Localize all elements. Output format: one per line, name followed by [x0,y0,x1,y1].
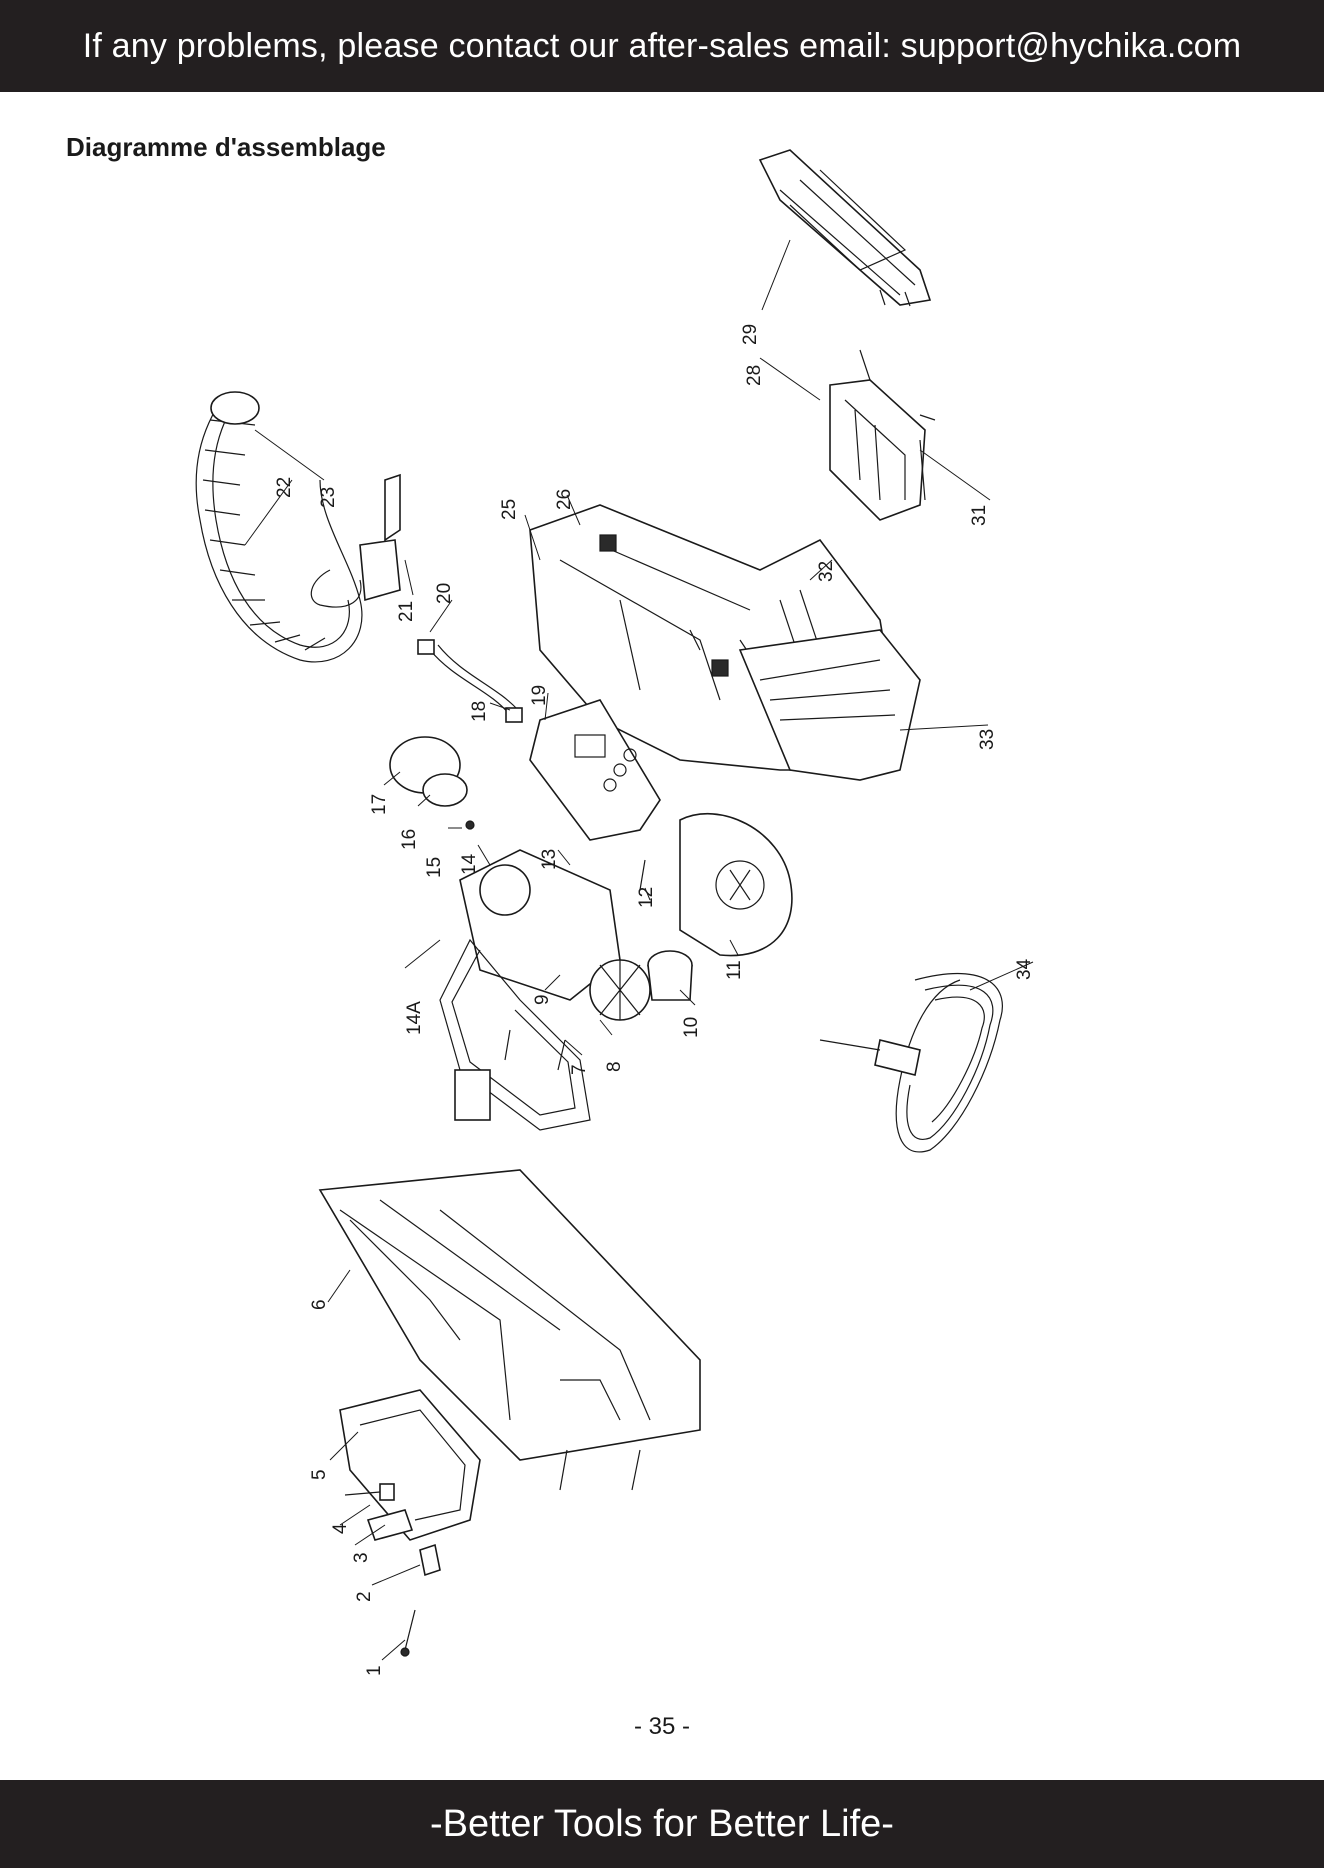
callout-31: 31 [969,505,990,526]
callout-22: 22 [274,477,295,498]
part-28-battery-box [830,350,935,520]
callout-17: 17 [369,794,390,815]
part-10-coupler [648,951,692,1000]
callout-3: 3 [351,1552,372,1563]
part-14-compressor-pump [460,850,650,1020]
callout-28: 28 [744,365,765,386]
callout-32: 32 [816,561,837,582]
footer-bar: -Better Tools for Better Life- [0,1780,1324,1868]
part-17-16-gauge-plates [390,737,474,829]
callout-33: 33 [977,729,998,750]
page-number: - 35 - [0,1713,1324,1741]
footer-slogan: -Better Tools for Better Life- [430,1803,894,1846]
callout-9: 9 [532,994,553,1005]
callout-14: 14 [459,853,480,875]
callout-11: 11 [724,960,745,980]
part-5-cover-plate [340,1390,480,1540]
callout-5: 5 [309,1469,330,1480]
callout-14A: 14A [404,1001,425,1035]
callout-8: 8 [604,1061,625,1072]
callout-2: 2 [354,1591,375,1602]
callout-15: 15 [424,857,445,878]
callout-21: 21 [396,601,417,622]
callout-18: 18 [469,701,490,722]
callout-20: 20 [434,583,455,604]
callout-10: 10 [681,1017,702,1038]
callout-12: 12 [636,887,657,908]
callout-19: 19 [529,685,550,706]
callout-4: 4 [330,1523,351,1534]
callout-7: 7 [569,1064,590,1075]
part-11-blower-housing [680,814,792,956]
part-34-power-cord [820,974,1002,1152]
callout-16: 16 [399,829,420,850]
part-22-coiled-hose [196,392,362,662]
callout-23: 23 [318,487,339,508]
callout-13: 13 [539,849,560,870]
callout-29: 29 [740,324,761,345]
part-29-battery-cover [760,150,930,306]
callout-34: 34 [1014,958,1035,980]
callout-25: 25 [499,499,520,520]
callout-26: 26 [554,489,575,510]
callout-1: 1 [364,1665,385,1676]
callout-6: 6 [309,1299,330,1310]
